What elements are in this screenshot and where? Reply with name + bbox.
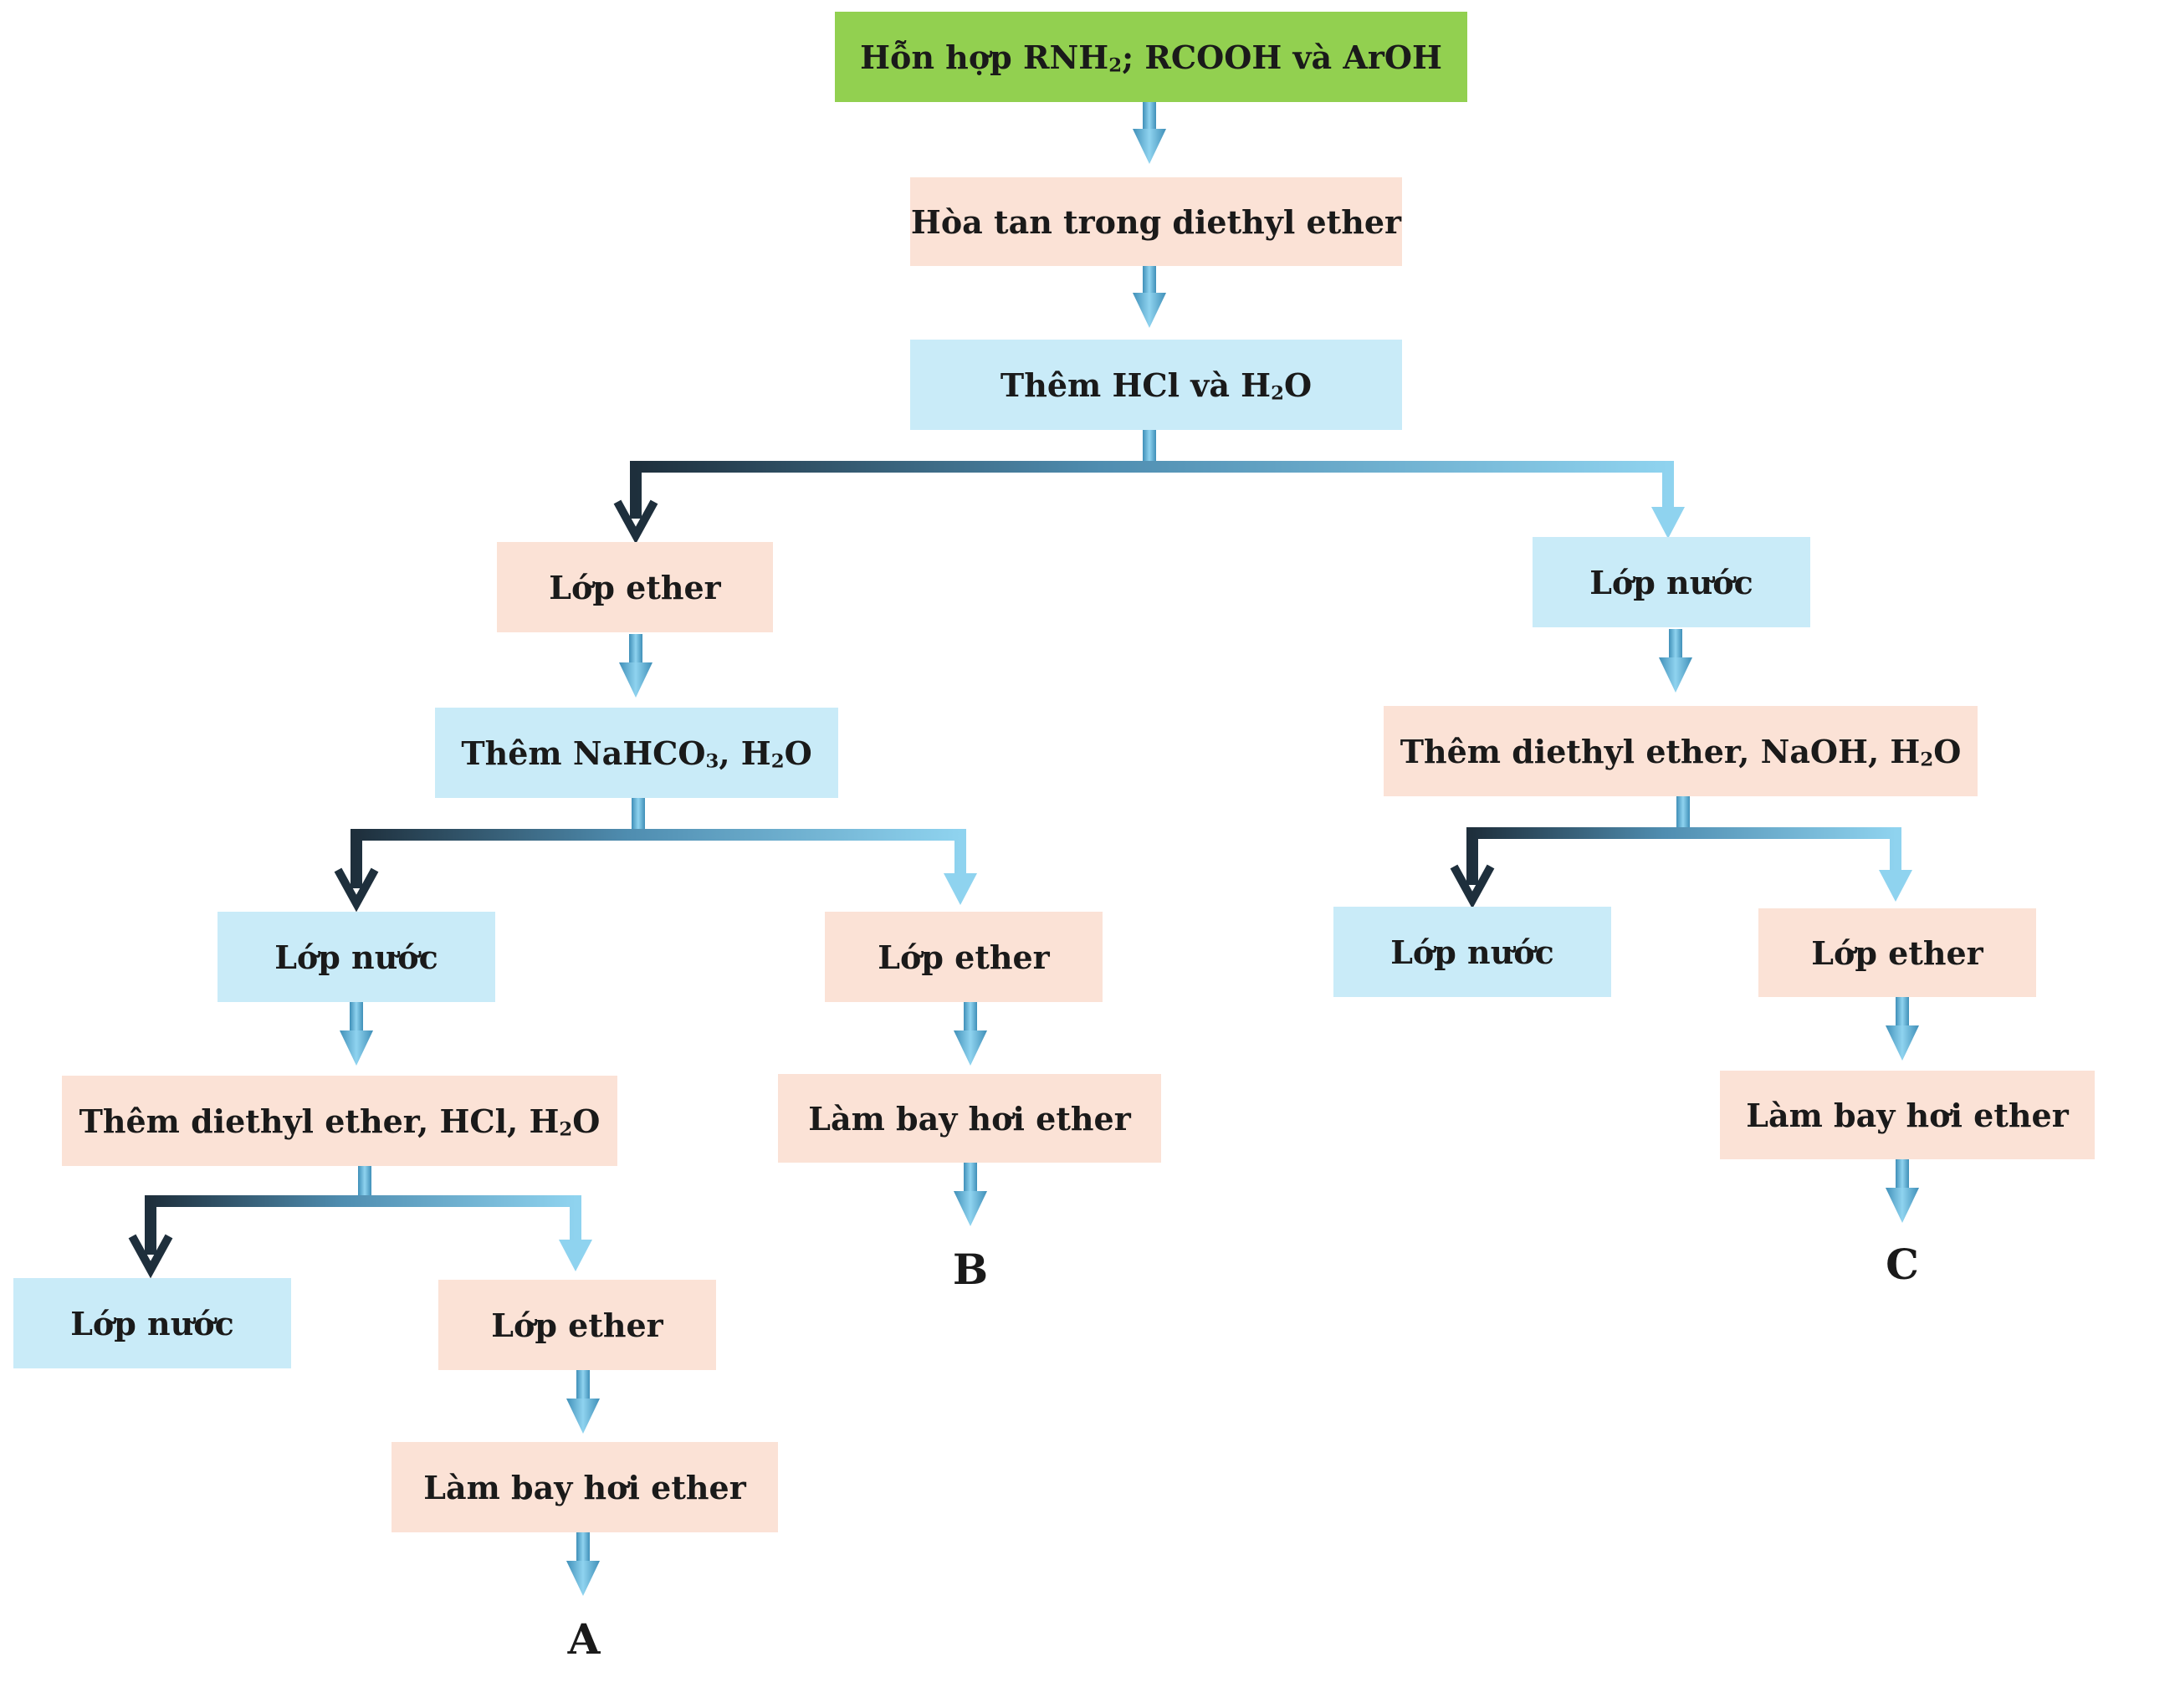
down-arrow	[1659, 629, 1692, 693]
down-arrow	[954, 1002, 987, 1066]
evaporate-ether-box: Làm bay hơi ether	[778, 1074, 1161, 1163]
evaporate-ether-label: Làm bay hơi ether	[808, 1099, 1131, 1138]
down-arrow	[1133, 100, 1166, 164]
ether-layer-label: Lớp ether	[491, 1306, 663, 1344]
down-arrow	[1886, 997, 1919, 1061]
evaporate-ether-label: Làm bay hơi ether	[1746, 1096, 2069, 1134]
evaporate-ether-box: Làm bay hơi ether	[1720, 1071, 2095, 1159]
down-arrow	[1133, 264, 1166, 328]
water-layer-label: Lớp nước	[1390, 933, 1554, 971]
evaporate-ether-box: Làm bay hơi ether	[392, 1442, 778, 1532]
ether-layer-box: Lớp ether	[825, 912, 1103, 1002]
ether-layer-box: Lớp ether	[438, 1280, 716, 1370]
water-layer-box: Lớp nước	[13, 1278, 291, 1368]
add-nahco3-step-box: Thêm NaHCO3, H2O	[435, 708, 838, 798]
down-arrow	[566, 1532, 600, 1596]
ether-layer-box: Lớp ether	[1758, 908, 2036, 997]
ether-layer-label: Lớp ether	[549, 568, 721, 606]
dissolve-step-label: Hòa tan trong diethyl ether	[910, 202, 1402, 241]
split-arrow	[128, 1164, 592, 1279]
result-label-c: C	[1886, 1240, 1919, 1289]
water-layer-label: Lớp nước	[1589, 563, 1753, 601]
add-ether-hcl-step-label: Thêm diethyl ether, HCl, H2O	[79, 1102, 601, 1140]
water-layer-box: Lớp nước	[1333, 907, 1611, 997]
water-layer-label: Lớp nước	[274, 938, 438, 976]
ether-layer-label: Lớp ether	[1811, 933, 1983, 972]
down-arrow	[1886, 1159, 1919, 1223]
add-nahco3-step-label: Thêm NaHCO3, H2O	[461, 734, 812, 772]
dissolve-step-box: Hòa tan trong diethyl ether	[910, 177, 1402, 266]
down-arrow	[566, 1370, 600, 1434]
start-mixture-label: Hỗn hợp RNH2; RCOOH và ArOH	[860, 38, 1442, 76]
add-ether-hcl-step-box: Thêm diethyl ether, HCl, H2O	[62, 1076, 617, 1166]
split-arrow	[1450, 796, 1912, 909]
start-mixture-box: Hỗn hợp RNH2; RCOOH và ArOH	[835, 12, 1467, 102]
add-hcl-step-label: Thêm HCl và H2O	[1000, 366, 1313, 404]
add-ether-naoh-step-box: Thêm diethyl ether, NaOH, H2O	[1384, 706, 1978, 796]
evaporate-ether-label: Làm bay hơi ether	[423, 1468, 746, 1506]
water-layer-label: Lớp nước	[70, 1304, 234, 1342]
split-arrow	[613, 430, 1685, 545]
water-layer-box: Lớp nước	[218, 912, 495, 1002]
split-arrow	[334, 798, 977, 913]
down-arrow	[340, 1002, 373, 1066]
add-hcl-step-box: Thêm HCl và H2O	[910, 340, 1402, 430]
result-label-a: A	[567, 1614, 601, 1664]
add-ether-naoh-step-label: Thêm diethyl ether, NaOH, H2O	[1400, 732, 1962, 770]
down-arrow	[619, 634, 652, 698]
water-layer-box: Lớp nước	[1533, 537, 1810, 627]
result-label-b: B	[952, 1245, 989, 1294]
down-arrow	[954, 1163, 987, 1226]
ether-layer-label: Lớp ether	[878, 938, 1050, 976]
ether-layer-box: Lớp ether	[497, 542, 773, 632]
